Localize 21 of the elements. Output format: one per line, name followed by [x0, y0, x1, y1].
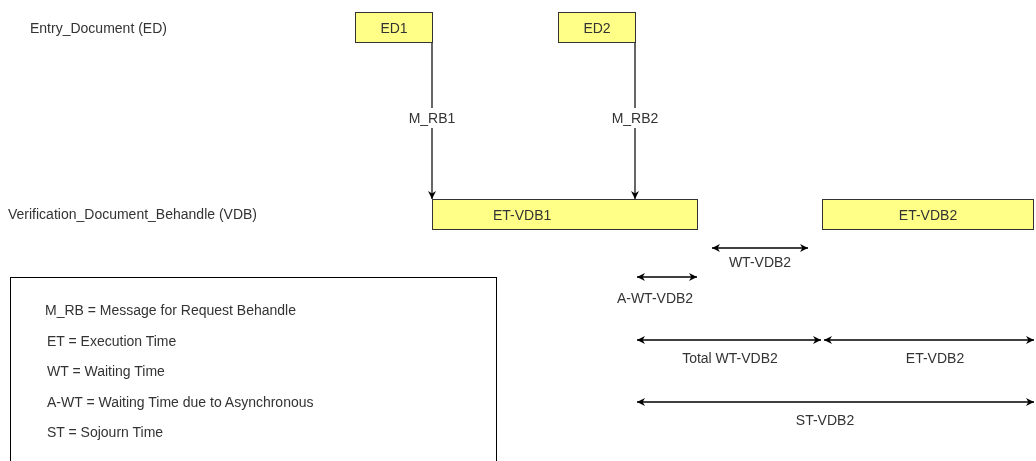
legend-panel	[10, 277, 497, 461]
abbreviation-definition: ET = Execution Time	[47, 332, 177, 349]
dimension-label: A-WT-VDB2	[616, 290, 694, 306]
abbreviation-definition: A-WT = Waiting Time due to Asynchronous	[47, 393, 314, 410]
arrow	[428, 42, 436, 200]
dimension-label: ST-VDB2	[795, 412, 855, 428]
lane-label: Entry_Document (ED)	[30, 20, 167, 36]
abbreviation-definition: M_RB = Message for Request Behandle	[45, 302, 296, 318]
dimension-label: Total WT-VDB2	[682, 350, 778, 366]
edge-label: M_RB1	[408, 108, 456, 128]
document-box: ED2	[558, 12, 636, 43]
edge-label: M_RB2	[611, 108, 659, 128]
dimension-label: ET-VDB2	[905, 350, 965, 366]
arrow	[631, 42, 639, 200]
lane-label: Verification_Document_Behandle (VDB)	[8, 206, 258, 222]
document-box: ED1	[355, 12, 433, 43]
execution-time-bar: ET-VDB2	[822, 199, 1034, 230]
abbreviation-definition: WT = Waiting Time	[47, 363, 165, 379]
execution-time-bar: ET-VDB1	[432, 199, 698, 230]
dimension-label: WT-VDB2	[728, 254, 792, 270]
abbreviation-definition: ST = Sojourn Time	[47, 424, 164, 440]
